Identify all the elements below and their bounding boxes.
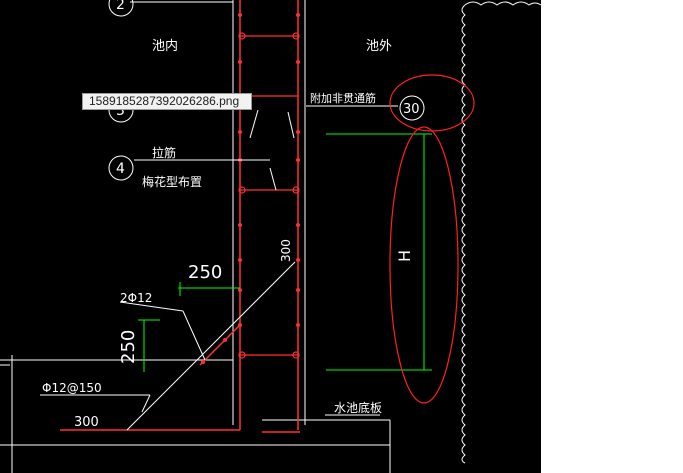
callout-30-circle (399, 95, 425, 121)
bar-phi12-150-label: Φ12@150 (42, 381, 102, 395)
soil-boundary-top (464, 1, 541, 6)
callout-4-label: 4 (116, 161, 125, 177)
cad-drawing-svg: 2 3 4 30 池内 池外 附加非贯通筋 拉筋 梅花型布置 2Φ12 Φ12@… (0, 0, 541, 473)
dim-300-bottom-label: 300 (74, 415, 99, 430)
dim-250-vertical-label: 250 (118, 330, 139, 364)
added-rebar-right (287, 111, 295, 139)
dim-250-horizontal-label: 250 (188, 262, 222, 283)
inside-pool-label: 池内 (152, 38, 178, 54)
outside-pool-label: 池外 (366, 39, 392, 54)
height-h-label: H (395, 250, 414, 262)
dimension-lines (138, 133, 432, 372)
tie-bar-label: 拉筋 (152, 145, 176, 160)
annotation-ellipse-height (389, 126, 459, 404)
filename-tooltip: 1589185287392026286.png (82, 93, 252, 110)
callout-2-circle (108, 0, 134, 17)
added-rebar-left (249, 109, 259, 139)
haunch-diagonal (126, 261, 296, 431)
leader-lines (40, 1, 398, 416)
added-rebar-right-label: 附加非贯通筋 (310, 91, 376, 105)
rebar-dots (201, 13, 300, 364)
tie-hook (269, 167, 277, 191)
tie-bar-arrangement-label: 梅花型布置 (142, 174, 202, 189)
haunch-rebar (199, 324, 241, 366)
callout-4-circle (108, 155, 134, 181)
soil-boundary-line (461, 4, 466, 464)
callout-30-label: 30 (403, 102, 420, 117)
callout-3-label: 3 (116, 103, 125, 119)
cad-drawing-canvas[interactable]: 2 3 4 30 池内 池外 附加非贯通筋 拉筋 梅花型布置 2Φ12 Φ12@… (0, 0, 541, 473)
waterstop-label: 水池底板 (334, 400, 382, 415)
callout-2-label: 2 (116, 0, 125, 13)
bar-2phi12-label: 2Φ12 (120, 291, 152, 305)
dim-300-diagonal-label: 300 (279, 239, 293, 262)
